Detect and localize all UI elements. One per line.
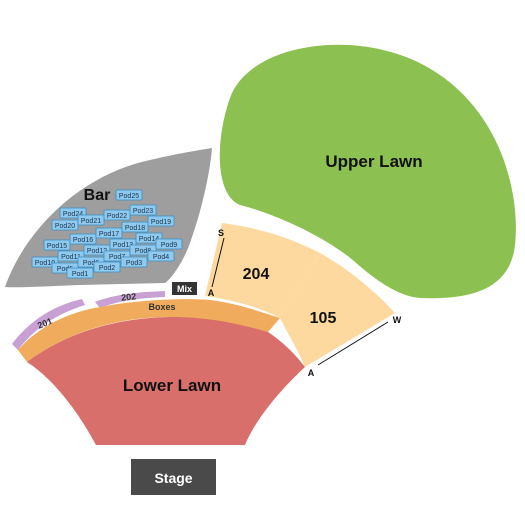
pod-label: Pod14 [139,236,159,243]
pod[interactable]: Pod3 [120,256,148,268]
pod-label: Pod4 [153,254,169,261]
section-105[interactable] [280,253,395,367]
section-204-label: 204 [243,266,270,283]
row-w-line [317,321,389,366]
row-w-label: W [393,315,402,325]
pod-label: Pod10 [35,260,55,267]
stage-label: Stage [154,470,192,486]
row-a-105-label: A [308,368,315,378]
pod[interactable]: Pod1 [66,267,94,279]
pod-label: Pod23 [133,208,153,215]
pod[interactable]: Pod22 [103,209,131,221]
mix-label: Mix [177,284,192,294]
pod-label: Pod11 [61,254,81,261]
pod[interactable]: Pod20 [51,219,79,231]
section-105-label: 105 [310,310,337,327]
pod[interactable]: Pod12 [83,244,111,256]
pod[interactable]: Pod13 [109,238,137,250]
section-201[interactable] [12,299,85,350]
section-204[interactable] [205,223,320,318]
stage: Stage [131,459,216,495]
boxes-label: Boxes [148,302,175,312]
pod-label: Pod22 [107,213,127,220]
section-202-label: 202 [121,291,137,303]
pod[interactable]: Pod18 [121,221,149,233]
pod-label: Pod16 [73,237,93,244]
pod-label: Pod5 [57,266,73,273]
pod-label: Pod19 [151,219,171,226]
pod-label: Pod3 [126,260,142,267]
pod-label: Pod21 [81,218,101,225]
lower-lawn-section[interactable] [27,317,305,445]
pod-label: Pod7 [109,254,125,261]
pod-label: Pod12 [87,248,107,255]
pod-label: Pod13 [113,242,133,249]
pod-label: Pod17 [99,231,119,238]
pod-label: Pod8 [135,248,151,255]
section-202[interactable] [95,291,165,308]
pod-label: Pod6 [83,260,99,267]
pods-group: Pod25 Pod24 Pod20 Pod21 Pod22 Pod23 Pod1… [31,189,183,279]
pod[interactable]: Pod21 [77,214,105,226]
row-s-line [211,237,225,288]
pod[interactable]: Pod17 [95,227,123,239]
row-s-label: S [218,228,224,238]
pod[interactable]: Pod4 [147,250,175,262]
pod[interactable]: Pod10 [31,256,59,268]
pod[interactable]: Pod14 [135,232,163,244]
upper-lawn-label: Upper Lawn [325,152,422,171]
lower-lawn-label: Lower Lawn [123,376,221,395]
pod-label: Pod24 [63,211,83,218]
upper-lawn-section[interactable] [219,44,516,299]
pod[interactable]: Pod16 [69,233,97,245]
pod[interactable]: Pod2 [93,261,121,273]
pod[interactable]: Pod15 [43,239,71,251]
pod-label: Pod25 [119,193,139,200]
pod-label: Pod15 [47,243,67,250]
pod[interactable]: Pod11 [57,250,85,262]
bar-label: Bar [84,187,111,204]
pod[interactable]: Pod25 [115,189,143,201]
pod-label: Pod18 [125,225,145,232]
pod-label: Pod9 [161,242,177,249]
boxes-section[interactable] [18,299,280,362]
pod[interactable]: Pod9 [155,238,183,250]
pod-label: Pod1 [72,271,88,278]
pod-label: Pod2 [99,265,115,272]
pod[interactable]: Pod19 [147,215,175,227]
pod-label: Pod20 [55,223,75,230]
pod[interactable]: Pod23 [129,204,157,216]
mix-box: Mix [172,282,197,295]
row-a-204-label: A [208,288,215,298]
